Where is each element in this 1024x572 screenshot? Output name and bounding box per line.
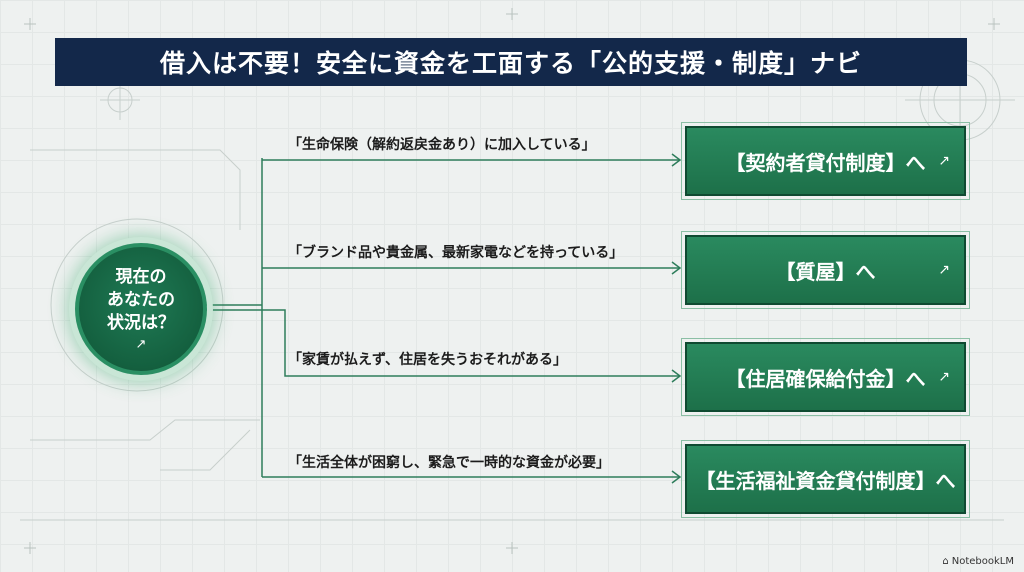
center-question-node[interactable]: 現在の あなたの 状況は？ ↗ [75, 243, 207, 375]
arrow-up-right-icon: ↗ [938, 153, 950, 169]
outcome-box-2[interactable]: 【質屋】へ ↗ [681, 231, 970, 309]
connector-3 [203, 309, 680, 377]
condition-4: 「生活全体が困窮し、緊急で一時的な資金が必要」 [288, 455, 610, 471]
arrow-up-right-icon: ↗ [135, 337, 147, 352]
outcome-label-2: 【質屋】へ [775, 259, 876, 284]
outcome-box-3[interactable]: 【住居確保給付金】へ ↗ [681, 338, 970, 416]
outcome-label-3: 【住居確保給付金】へ [725, 366, 926, 391]
arrowhead-2 [671, 261, 682, 275]
page-title: 借入は不要！安全に資金を工面する「公的支援・制度」ナビ [55, 38, 967, 86]
arrow-up-right-icon: ↗ [938, 369, 950, 385]
notebook-icon: ⌂ [942, 556, 949, 567]
center-question-text: 現在の あなたの 状況は？ [107, 267, 175, 333]
footer-watermark: ⌂ NotebookLM [942, 556, 1014, 567]
outcome-box-1[interactable]: 【契約者貸付制度】へ ↗ [681, 122, 970, 200]
arrowhead-4 [671, 470, 682, 484]
arrowhead-3 [671, 369, 682, 383]
condition-2: 「ブランド品や貴金属、最新家電などを持っている」 [288, 245, 624, 261]
arrowhead-1 [671, 153, 682, 167]
condition-3: 「家賃が払えず、住居を失うおそれがある」 [288, 352, 568, 368]
outcome-box-4[interactable]: 【生活福祉資金貸付制度】へ [681, 440, 970, 518]
footer-text: NotebookLM [951, 556, 1014, 567]
condition-1: 「生命保険（解約返戻金あり）に加入している」 [288, 137, 596, 153]
outcome-label-4: 【生活福祉資金貸付制度】へ [695, 468, 956, 493]
outcome-label-1: 【契約者貸付制度】へ [725, 150, 926, 175]
arrow-up-right-icon: ↗ [938, 262, 950, 278]
